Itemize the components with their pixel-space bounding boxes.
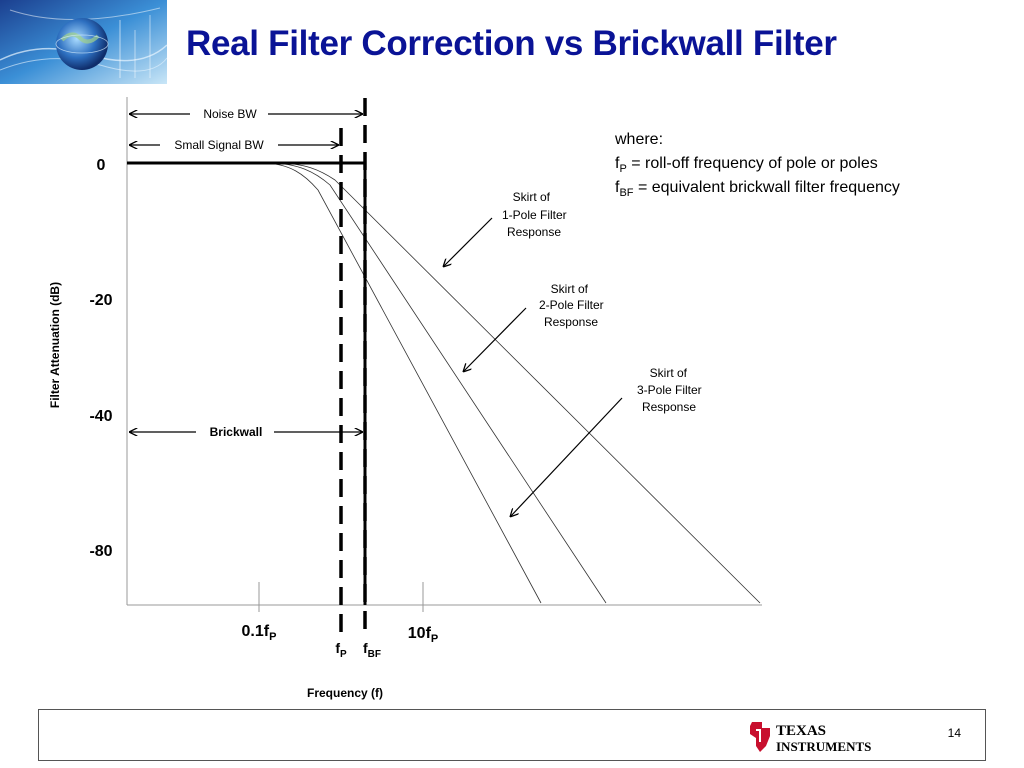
skirt-1-arrow (443, 217, 493, 267)
y-axis-label: Filter Attenuation (dB) (48, 282, 62, 408)
x-tick-label-10fp: 10fP (408, 625, 438, 645)
legend-fp-definition: fP = roll-off frequency of pole or poles (615, 155, 878, 175)
y-tick-label-minus-20: -20 (89, 292, 112, 309)
x-axis-label: Frequency (f) (307, 686, 383, 700)
skirt-curve-3-pole (127, 162, 542, 604)
skirt-2-arrow (463, 307, 527, 372)
legend-where: where: (614, 131, 663, 148)
fp-label: fP (335, 640, 347, 660)
footer-bar: TEXAS INSTRUMENTS 14 (38, 709, 986, 761)
y-tick-label-minus-80: -80 (89, 543, 112, 560)
slide-title: Real Filter Correction vs Brickwall Filt… (186, 24, 837, 63)
ti-logo-line1: TEXAS (776, 723, 826, 739)
legend-fbf-definition: fBF = equivalent brickwall filter freque… (615, 179, 900, 199)
skirt-3-label: Skirt of 3-Pole Filter Response (637, 366, 705, 414)
globe-banner-icon (0, 0, 167, 84)
texas-instruments-logo-icon: TEXAS INSTRUMENTS (750, 722, 871, 754)
page-number: 14 (947, 726, 961, 740)
brickwall-response-line (127, 161, 367, 605)
y-tick-label-minus-40: -40 (89, 408, 112, 425)
skirt-1-label: Skirt of 1-Pole Filter Response (502, 190, 570, 239)
brickwall-label: Brickwall (210, 425, 263, 439)
skirt-2-label: Skirt of 2-Pole Filter Response (539, 282, 607, 329)
ti-logo-line2: INSTRUMENTS (776, 739, 871, 754)
filter-response-diagram: Noise BW Small Signal BW Brickwall 0 -20… (48, 97, 900, 700)
small-signal-bw-label: Small Signal BW (174, 138, 264, 152)
y-tick-label-0: 0 (97, 157, 106, 174)
x-tick-label-0.1fp: 0.1fP (242, 623, 277, 643)
skirt-3-arrow (510, 397, 623, 517)
fbf-label: fBF (363, 640, 381, 660)
noise-bw-label: Noise BW (203, 107, 257, 121)
